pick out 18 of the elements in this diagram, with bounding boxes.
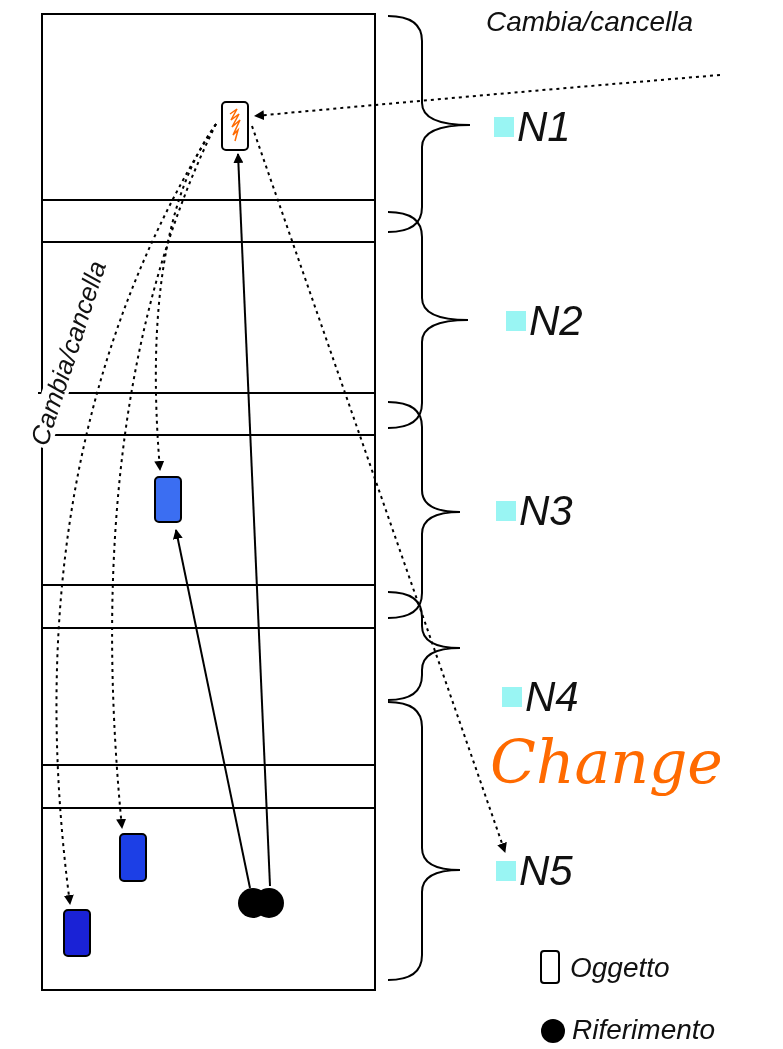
level-label: N1	[517, 106, 571, 148]
level-label: N3	[519, 490, 573, 532]
arrow	[251, 125, 507, 853]
object-box	[63, 909, 91, 957]
object-box	[119, 833, 147, 882]
object-box	[221, 101, 249, 151]
arrow	[254, 74, 721, 121]
level-label: N4	[525, 676, 579, 718]
object-box	[154, 476, 182, 523]
annotation-text: Cambia/cancella	[486, 8, 693, 36]
legend-label: Riferimento	[572, 1016, 716, 1044]
arrow	[233, 153, 271, 887]
legend-label: Oggetto	[570, 954, 670, 982]
level-label: N2	[529, 300, 583, 342]
arrow	[55, 123, 217, 905]
level-label: N5	[519, 850, 573, 892]
reference-point	[238, 887, 284, 919]
arrow	[172, 529, 251, 889]
